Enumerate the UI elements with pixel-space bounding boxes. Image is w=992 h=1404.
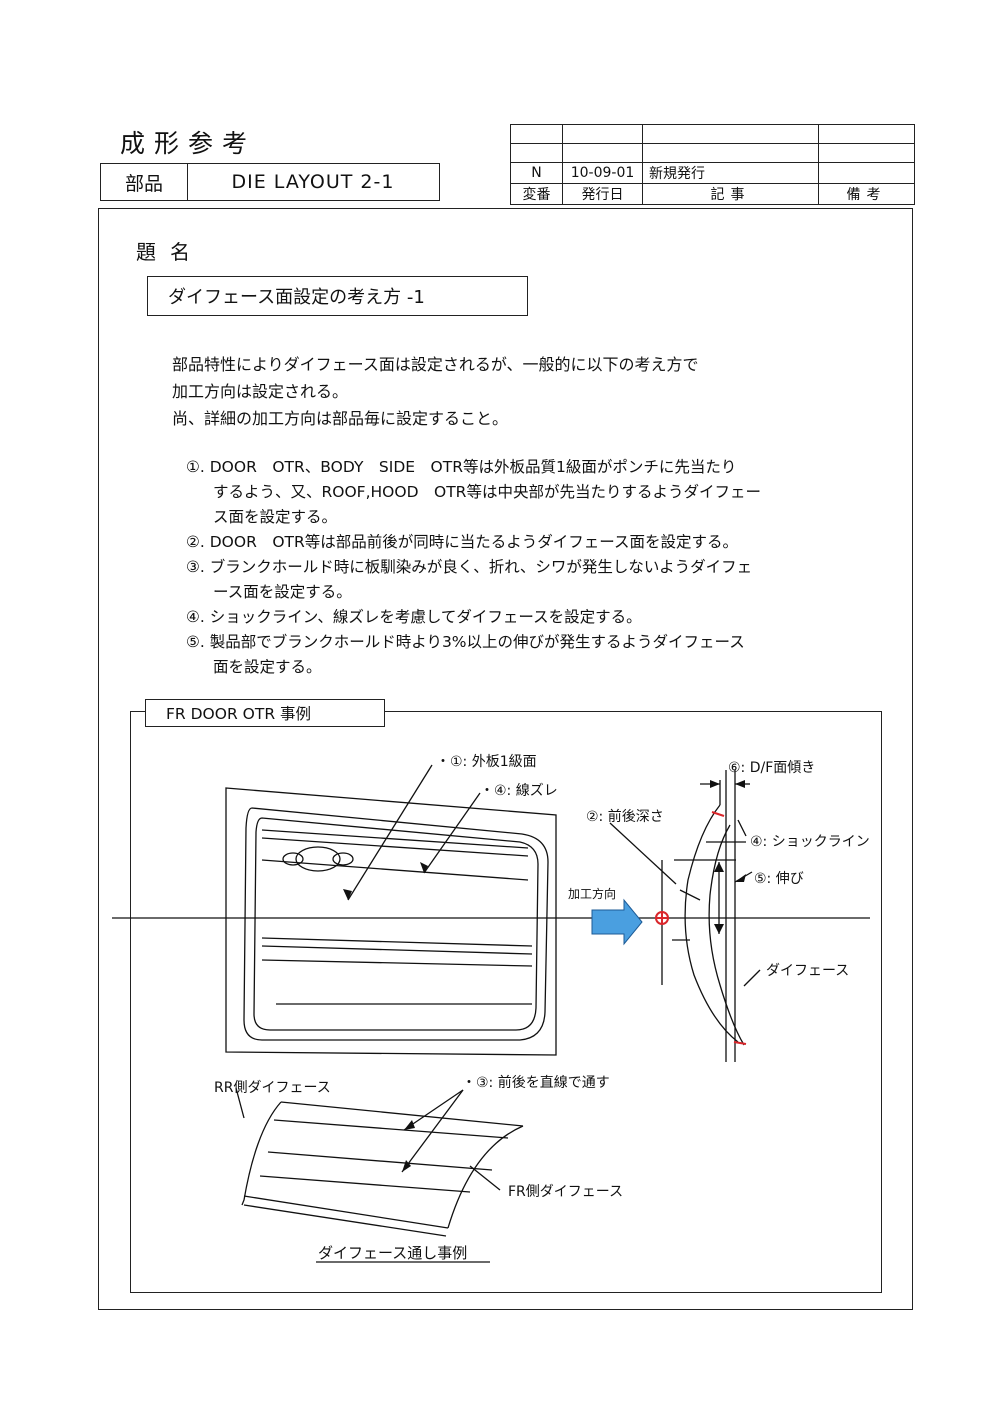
arrow-head	[710, 780, 720, 788]
leader-line	[401, 1089, 464, 1173]
contact-marker-icon	[711, 811, 725, 817]
leader-line	[609, 822, 677, 885]
list-item-line: するよう、又、ROOF,HOOD OTR等は中央部が先当たりするようダイフェー	[213, 483, 761, 501]
character-line	[261, 959, 533, 967]
example-label: FR DOOR OTR 事例	[145, 699, 385, 727]
annotation-df-tilt: ⑥: D/F面傾き	[728, 760, 815, 776]
die-face-outline	[243, 1204, 447, 1237]
die-face-outline	[241, 1101, 282, 1206]
list-item-line: ①. DOOR OTR、BODY SIDE OTR等は外板品質1級面がポンチに先…	[186, 458, 737, 476]
part-label: 部品	[101, 164, 188, 200]
leader-line	[235, 1087, 245, 1119]
annotation-rr-side: RR側ダイフェース	[214, 1080, 331, 1096]
rev-header-date: 発行日	[562, 183, 643, 205]
annotation-fr-side: FR側ダイフェース	[508, 1184, 623, 1200]
arrow-head	[343, 889, 352, 900]
guideline-list: ①. DOOR OTR、BODY SIDE OTR等は外板品質1級面がポンチに先…	[186, 455, 761, 680]
section-heading: 題名	[136, 240, 204, 264]
annotation-press-direction: 加工方向	[568, 886, 616, 901]
diagram-caption: ダイフェース通し事例	[318, 1244, 467, 1262]
intro-paragraph: 部品特性によりダイフェース面は設定されるが、一般的に以下の考え方で 加工方向は設…	[172, 351, 699, 432]
ref-line	[679, 889, 701, 901]
revision-table: N 10-09-01 新規発行 変番 発行日 記事 備考	[510, 124, 915, 205]
annotation-straight-line: ・③: 前後を直線で通す	[462, 1074, 610, 1091]
contact-marker-icon	[733, 1041, 747, 1045]
section-subtitle: ダイフェース面設定の考え方 -1	[147, 276, 528, 316]
arrow-head	[735, 780, 745, 788]
rev-header-article: 記事	[642, 183, 819, 205]
arrow-head	[714, 862, 724, 872]
intro-line: 加工方向は設定される。	[172, 382, 349, 401]
arrow-head	[404, 1120, 415, 1130]
annotation-line-shift: ・④: 線ズレ	[480, 783, 558, 799]
door-handle	[282, 852, 304, 866]
list-item-line: ④. ショックライン、線ズレを考慮してダイフェースを設定する。	[186, 608, 642, 626]
contact-marker-icon	[656, 912, 668, 924]
list-item-line: ②. DOOR OTR等は部品前後が同時に当たるようダイフェース面を設定する。	[186, 533, 739, 551]
rev-header-change: 変番	[510, 183, 563, 205]
intro-line: 部品特性によりダイフェース面は設定されるが、一般的に以下の考え方で	[172, 355, 699, 374]
panel-section	[708, 824, 745, 1046]
character-line	[261, 829, 529, 849]
annotation-shock-line: ④: ショックライン	[750, 834, 870, 850]
door-outer-frame	[225, 787, 557, 1056]
main-frame	[98, 208, 913, 1310]
arrow-head	[402, 1160, 411, 1172]
list-item-line: ス面を設定する。	[213, 508, 338, 526]
character-line	[261, 945, 533, 955]
die-face-outline	[280, 1101, 524, 1127]
revision-row	[510, 124, 915, 144]
revision-row	[510, 143, 915, 163]
leader-line	[469, 1165, 501, 1191]
annotation-outer-panel: ・①: 外板1級面	[436, 754, 537, 770]
rev-header-remarks: 備考	[818, 183, 915, 205]
list-item-line: ③. ブランクホールド時に板馴染みが良く、折れ、シワが発生しないようダイフェ	[186, 558, 753, 576]
die-face-outline	[267, 1151, 493, 1171]
door-inner-opening	[243, 807, 549, 1041]
die-face-outline	[447, 1125, 524, 1229]
list-item-line: ース面を設定する。	[213, 583, 352, 601]
character-line	[261, 937, 533, 947]
press-direction-arrow-icon	[591, 898, 643, 946]
revision-header-row: 変番 発行日 記事 備考	[510, 183, 915, 205]
document-title: 成形参考	[120, 129, 257, 158]
annotation-elongation: ⑤: 伸び	[754, 871, 804, 887]
leader-line	[737, 819, 747, 837]
die-face-outline	[243, 1195, 449, 1229]
character-line	[261, 837, 529, 857]
panel-section	[684, 804, 739, 1043]
annotation-die-face: ダイフェース	[766, 963, 849, 979]
leader-line	[743, 969, 761, 987]
door-inner-opening-2	[253, 817, 539, 1031]
door-handle	[332, 852, 354, 866]
leader-line	[423, 792, 481, 874]
leader-line	[403, 1089, 464, 1131]
character-line	[261, 859, 529, 881]
die-face-outline	[259, 1175, 471, 1193]
door-handle	[295, 846, 341, 872]
arrow-head	[420, 862, 428, 873]
annotation-fore-aft-depth: ②: 前後深さ	[586, 808, 664, 825]
leader-line	[347, 764, 433, 901]
arrow-head	[735, 874, 746, 882]
example-frame	[130, 711, 882, 1293]
part-value: DIE LAYOUT 2-1	[231, 171, 395, 193]
arrow-head	[714, 924, 724, 934]
part-box: 部品 DIE LAYOUT 2-1	[100, 163, 440, 201]
list-item-line: 面を設定する。	[213, 658, 322, 676]
intro-line: 尚、詳細の加工方向は部品毎に設定すること。	[172, 409, 509, 428]
list-item-line: ⑤. 製品部でブランクホールド時より3%以上の伸びが発生するようダイフェース	[186, 633, 745, 651]
rev-date: 10-09-01	[562, 162, 643, 184]
die-face-outline	[273, 1119, 509, 1139]
